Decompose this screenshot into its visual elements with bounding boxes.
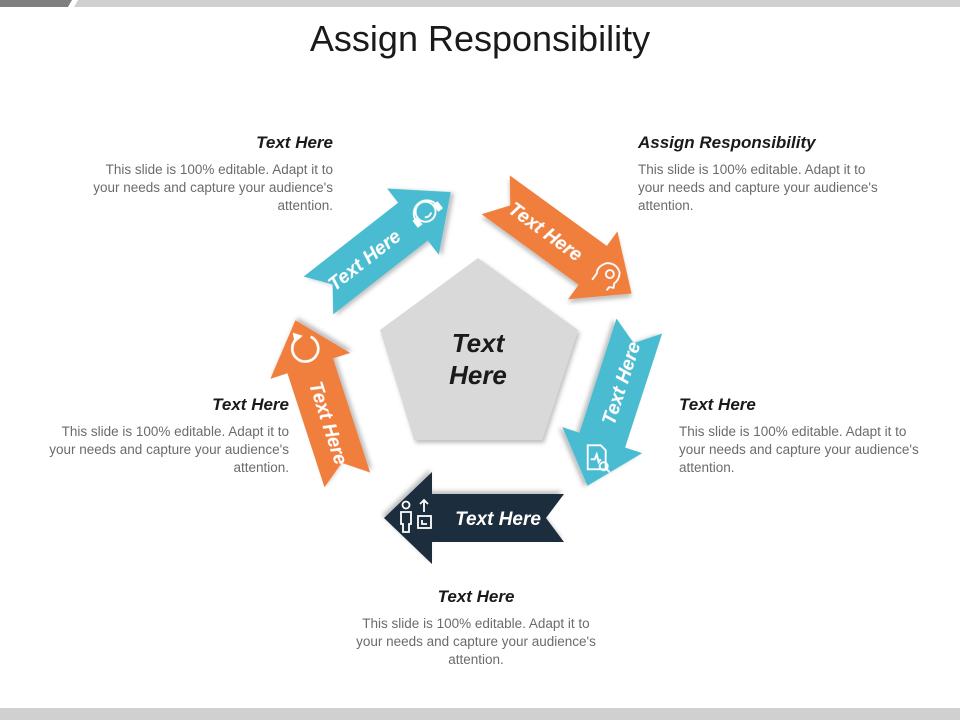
slide-title: Assign Responsibility xyxy=(309,18,651,59)
text-block-3-body: This slide is 100% editable. Adapt it to… xyxy=(679,424,919,475)
text-block-4-heading: Text Here xyxy=(437,587,515,606)
document-search-icon xyxy=(586,444,611,473)
text-block-1-heading: Text Here xyxy=(256,133,333,152)
arrow-4-label: Text Here xyxy=(455,509,541,530)
text-block-5-body: This slide is 100% editable. Adapt it to… xyxy=(49,424,289,475)
headset-person-icon xyxy=(412,199,443,228)
center-label-line2: Here xyxy=(449,360,507,390)
text-block-1: Text Here This slide is 100% editable. A… xyxy=(93,133,333,215)
text-block-5-heading: Text Here xyxy=(212,395,289,414)
center-pentagon xyxy=(380,258,578,440)
text-block-2-body: This slide is 100% editable. Adapt it to… xyxy=(638,162,878,213)
arrow-1[interactable]: Text Here xyxy=(293,159,477,329)
text-block-3: Text Here This slide is 100% editable. A… xyxy=(679,395,919,477)
arrow-4[interactable]: Text Here xyxy=(384,472,564,564)
arrow-2[interactable]: Text Here xyxy=(471,161,656,328)
text-block-2: Assign Responsibility This slide is 100%… xyxy=(638,133,878,215)
text-block-3-heading: Text Here xyxy=(679,395,756,414)
center-label-line1: Text xyxy=(452,328,506,358)
text-block-2-heading: Assign Responsibility xyxy=(638,133,816,152)
person-box-icon xyxy=(400,498,432,533)
text-block-5: Text Here This slide is 100% editable. A… xyxy=(49,395,289,477)
refresh-icon xyxy=(290,332,320,363)
arrow-5[interactable]: Text Here xyxy=(255,307,387,493)
arrow-3[interactable]: Text Here xyxy=(547,313,679,499)
head-gear-icon xyxy=(591,262,621,291)
text-block-4-body: This slide is 100% editable. Adapt it to… xyxy=(356,616,596,667)
text-block-4: Text Here This slide is 100% editable. A… xyxy=(356,587,596,669)
bottom-accent-bar xyxy=(0,708,960,720)
top-accent-bar xyxy=(0,0,960,7)
text-block-1-body: This slide is 100% editable. Adapt it to… xyxy=(93,162,333,213)
